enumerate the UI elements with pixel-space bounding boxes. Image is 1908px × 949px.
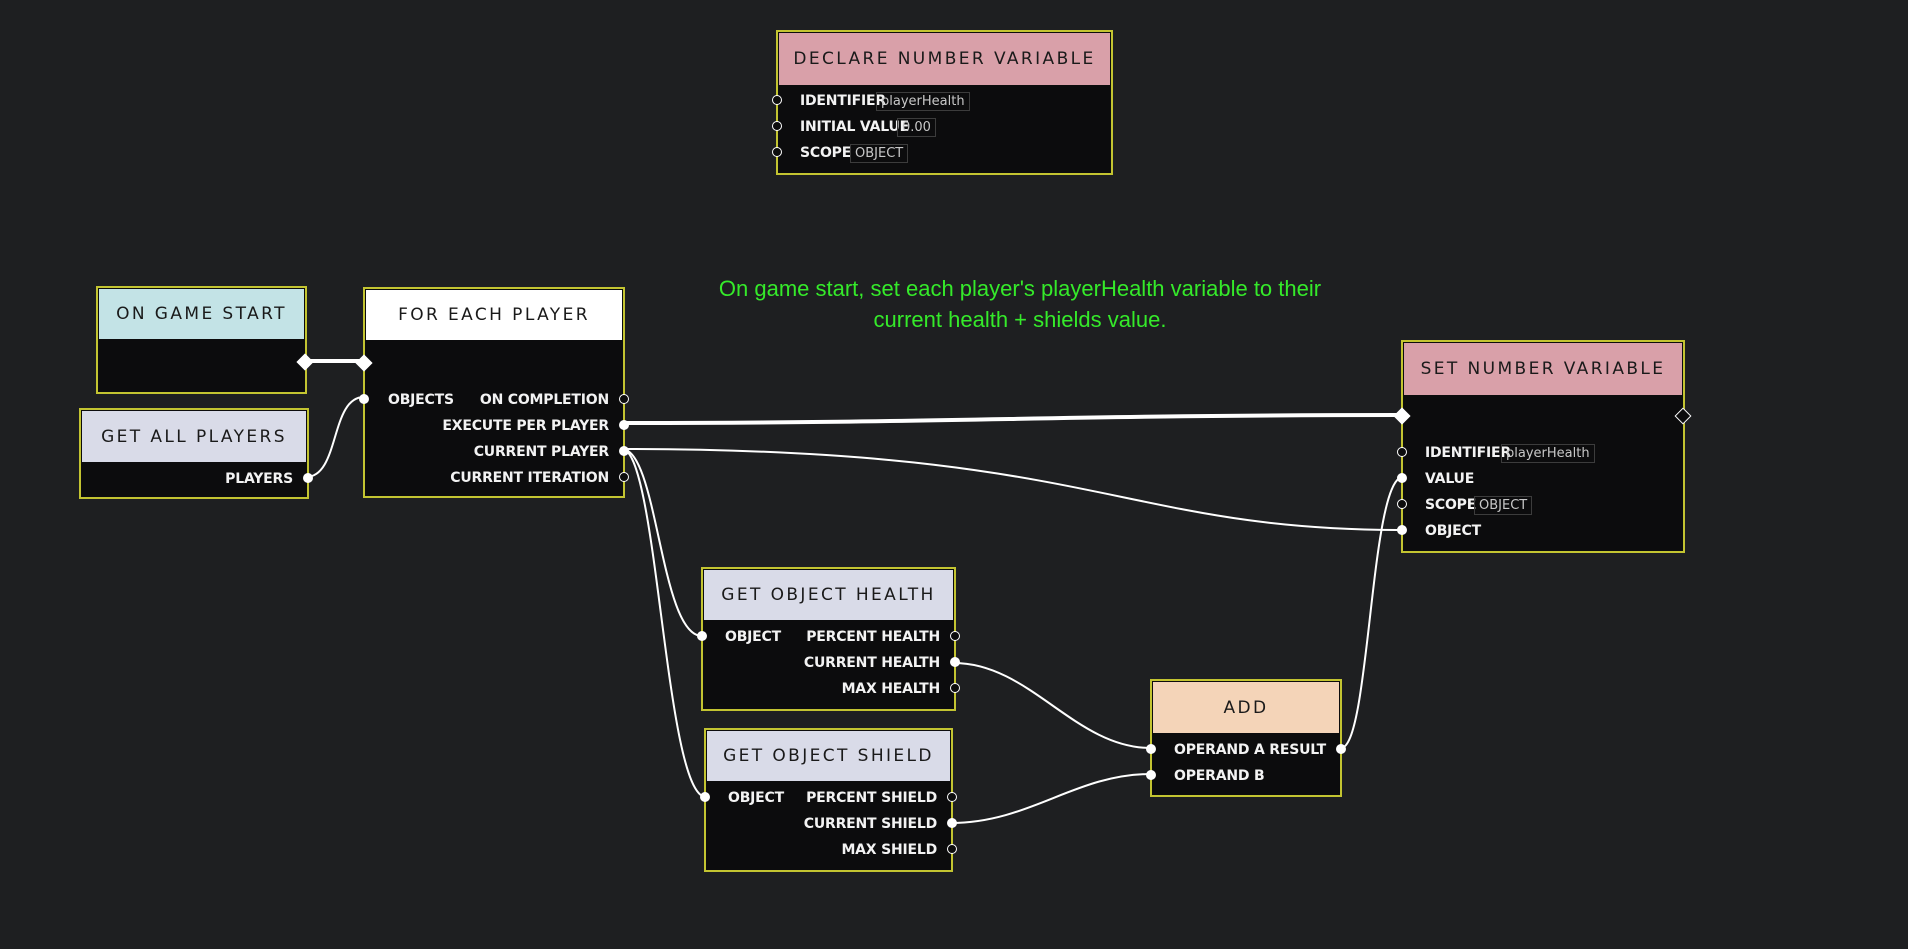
identifier-input-pin[interactable]: [1397, 447, 1407, 457]
node-title: SET NUMBER VARIABLE: [1404, 343, 1682, 395]
objects-input-pin[interactable]: [359, 394, 369, 404]
max-health-output-pin[interactable]: [950, 683, 960, 693]
node-title: DECLARE NUMBER VARIABLE: [779, 33, 1110, 85]
scope-label: SCOPE: [800, 145, 852, 161]
current-iteration-output-pin[interactable]: [619, 472, 629, 482]
value-label: VALUE: [1425, 471, 1475, 487]
current-player-label: CURRENT PLAYER: [473, 444, 609, 460]
wire-execute-to-set: [621, 413, 1404, 425]
node-title: GET ALL PLAYERS: [82, 411, 306, 462]
execution-output-pin[interactable]: [1674, 407, 1692, 425]
identifier-label: IDENTIFIER: [800, 93, 886, 109]
object-label: OBJECT: [1425, 523, 1481, 539]
add-node[interactable]: ADD OPERAND A RESULT OPERAND B: [1146, 679, 1346, 797]
current-shield-label: CURRENT SHIELD: [803, 816, 937, 832]
wire-current-player-to-shield: [621, 448, 707, 798]
result-output-pin[interactable]: [1336, 744, 1346, 754]
get-object-health-node[interactable]: GET OBJECT HEALTH OBJECT PERCENT HEALTH …: [697, 567, 960, 711]
object-input-pin[interactable]: [700, 792, 710, 802]
scope-field[interactable]: OBJECT: [850, 144, 909, 163]
comment-line-1: On game start, set each player's playerH…: [718, 276, 1322, 301]
wire-players-to-objects: [305, 396, 365, 478]
max-shield-output-pin[interactable]: [947, 844, 957, 854]
on-completion-output-pin[interactable]: [619, 394, 629, 404]
on-completion-label: ON COMPLETION: [479, 392, 609, 408]
get-all-players-node[interactable]: GET ALL PLAYERS PLAYERS: [79, 408, 313, 499]
scope-input-pin[interactable]: [772, 147, 782, 157]
identifier-input-pin[interactable]: [772, 95, 782, 105]
comment-line-2: current health + shields value.: [873, 307, 1167, 332]
operand-a-label: OPERAND A: [1174, 742, 1265, 758]
set-number-variable-node[interactable]: SET NUMBER VARIABLE IDENTIFIER playerHea…: [1393, 340, 1692, 553]
result-label: RESULT: [1269, 742, 1326, 758]
identifier-label: IDENTIFIER: [1425, 445, 1511, 461]
node-title: ADD: [1153, 682, 1339, 733]
percent-health-label: PERCENT HEALTH: [806, 629, 940, 645]
operand-b-input-pin[interactable]: [1146, 770, 1156, 780]
node-title: FOR EACH PLAYER: [366, 290, 622, 340]
operand-b-label: OPERAND B: [1174, 768, 1265, 784]
wire-current-health-to-operand-a: [953, 662, 1152, 749]
current-iteration-label: CURRENT ITERATION: [450, 470, 609, 486]
objects-label: OBJECTS: [388, 392, 454, 408]
execution-input-pin[interactable]: [355, 354, 373, 372]
initial-value-label: INITIAL VALUE: [800, 119, 909, 135]
object-label: OBJECT: [725, 629, 781, 645]
identifier-field[interactable]: playerHealth: [876, 92, 970, 111]
initial-value-field[interactable]: 0.00: [897, 118, 936, 137]
node-title: GET OBJECT SHIELD: [707, 731, 950, 781]
identifier-field[interactable]: playerHealth: [1501, 444, 1595, 463]
node-title: GET OBJECT HEALTH: [704, 570, 953, 620]
on-game-start-node[interactable]: ON GAME START: [96, 286, 314, 394]
wire-current-player-to-health: [621, 448, 703, 637]
current-player-output-pin[interactable]: [619, 446, 629, 456]
current-health-label: CURRENT HEALTH: [803, 655, 940, 671]
wire-current-player-to-set-object: [621, 448, 1404, 531]
percent-shield-output-pin[interactable]: [947, 792, 957, 802]
node-title: ON GAME START: [99, 289, 304, 339]
comment-text: On game start, set each player's playerH…: [660, 273, 1380, 335]
value-input-pin[interactable]: [1397, 473, 1407, 483]
get-object-shield-node[interactable]: GET OBJECT SHIELD OBJECT PERCENT SHIELD …: [700, 728, 957, 872]
scope-field[interactable]: OBJECT: [1474, 496, 1533, 515]
for-each-player-node[interactable]: FOR EACH PLAYER OBJECTS ON COMPLETION EX…: [355, 287, 629, 498]
players-output-label: PLAYERS: [225, 471, 293, 487]
wire-result-to-value: [1340, 476, 1404, 749]
object-input-pin[interactable]: [697, 631, 707, 641]
current-shield-output-pin[interactable]: [947, 818, 957, 828]
percent-shield-label: PERCENT SHIELD: [806, 790, 937, 806]
max-health-label: MAX HEALTH: [841, 681, 941, 697]
scope-input-pin[interactable]: [1397, 499, 1407, 509]
scope-label: SCOPE: [1425, 497, 1477, 513]
execution-output-pin[interactable]: [296, 353, 314, 371]
object-input-pin[interactable]: [1397, 525, 1407, 535]
declare-number-variable-node[interactable]: DECLARE NUMBER VARIABLE IDENTIFIER playe…: [772, 30, 1113, 175]
object-label: OBJECT: [728, 790, 784, 806]
current-health-output-pin[interactable]: [950, 657, 960, 667]
wire-current-shield-to-operand-b: [950, 773, 1152, 824]
max-shield-label: MAX SHIELD: [841, 842, 937, 858]
execution-input-pin[interactable]: [1393, 407, 1411, 425]
execute-per-player-label: EXECUTE PER PLAYER: [442, 418, 609, 434]
execute-per-player-output-pin[interactable]: [619, 420, 629, 430]
percent-health-output-pin[interactable]: [950, 631, 960, 641]
initial-value-input-pin[interactable]: [772, 121, 782, 131]
players-output-pin[interactable]: [303, 473, 313, 483]
operand-a-input-pin[interactable]: [1146, 744, 1156, 754]
